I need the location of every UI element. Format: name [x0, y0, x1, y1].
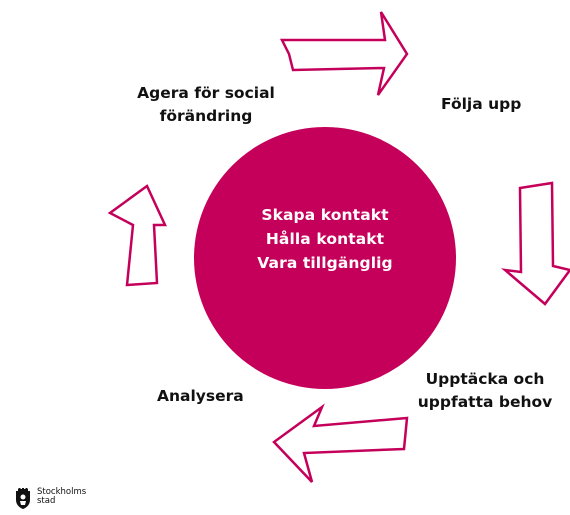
arrow-left-up-icon: [107, 184, 167, 287]
logo-line-1: Stockholms: [37, 487, 87, 497]
logo-line-2: stad: [37, 496, 56, 506]
city-emblem-icon: [16, 488, 30, 509]
step-label-upptacka-line-2: uppfatta behov: [417, 393, 553, 411]
step-label-folja-upp: Följa upp: [441, 95, 522, 113]
arrow-right-down-icon: [500, 181, 570, 306]
step-label-agera-line-1: Agera för social: [137, 84, 275, 102]
arrow-top-right-icon: [279, 11, 409, 96]
center-line-3: Vara tillgänglig: [257, 254, 393, 272]
center-line-1: Skapa kontakt: [261, 206, 389, 224]
step-label-upptacka-line-1: Upptäcka och: [425, 370, 545, 388]
arrow-bottom-left-icon: [272, 403, 409, 483]
step-label-agera: Agera för social förändring: [118, 82, 294, 128]
center-line-2: Hålla kontakt: [265, 230, 385, 248]
center-text: Skapa kontakt Hålla kontakt Vara tillgän…: [194, 203, 456, 275]
center-circle: [194, 127, 456, 389]
step-label-agera-line-2: förändring: [159, 107, 253, 125]
step-label-analysera: Analysera: [157, 387, 244, 405]
step-label-upptacka: Upptäcka och uppfatta behov: [410, 368, 560, 414]
logo-text: Stockholms stad: [37, 488, 86, 506]
